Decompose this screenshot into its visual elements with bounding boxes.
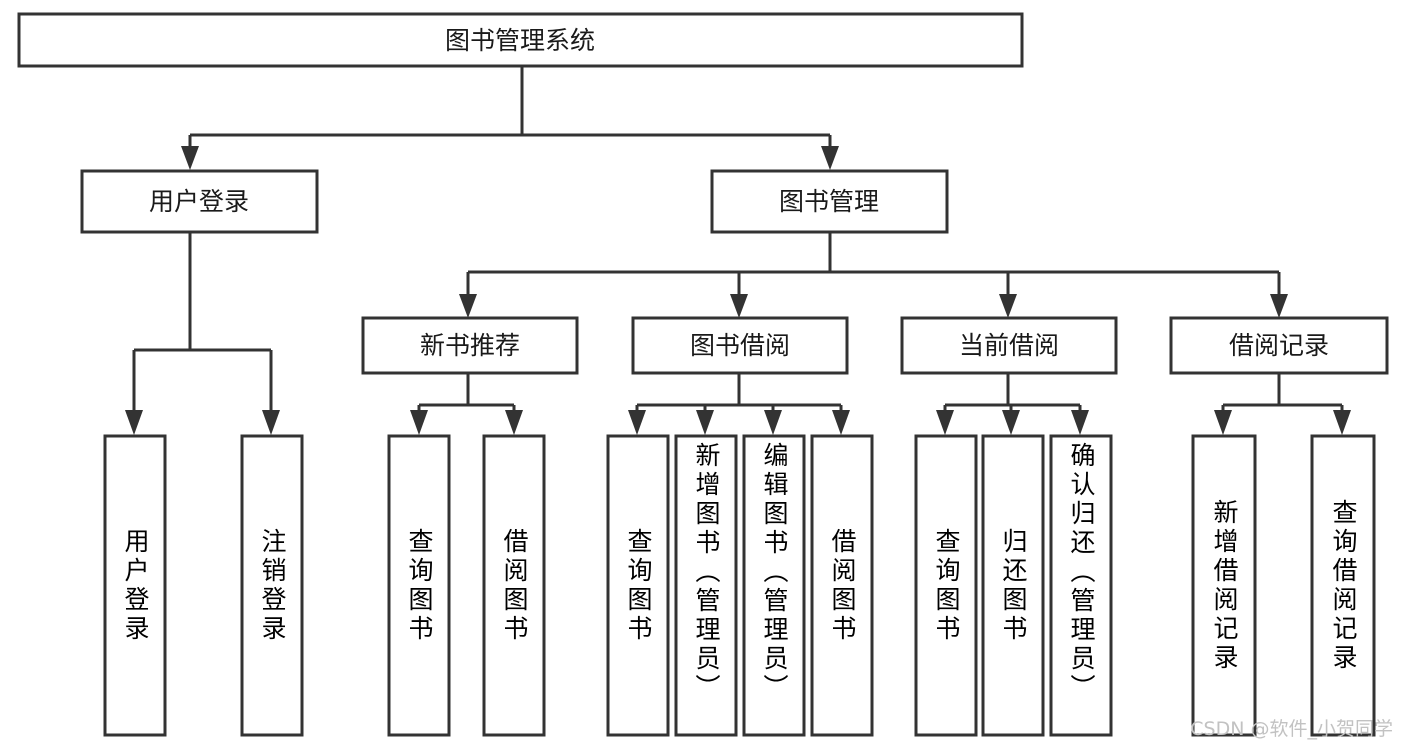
node-leaf-edit-book-label: 编辑图书（管理员）	[760, 442, 789, 703]
arrow-head-leaf-user-login	[125, 410, 143, 435]
node-leaf-edit-book[interactable]: 编辑图书（管理员）	[742, 434, 806, 737]
connector-group-user-login	[125, 233, 280, 435]
node-leaf-query-book-3-label: 查询图书	[932, 527, 961, 644]
node-leaf-user-logout[interactable]: 注销登录	[240, 434, 304, 737]
node-leaf-return-book[interactable]: 归还图书	[981, 434, 1045, 737]
node-borrow-record[interactable]: 借阅记录	[1169, 316, 1389, 375]
node-book-borrow-label: 图书借阅	[690, 331, 790, 360]
node-leaf-borrow-book-2[interactable]: 借阅图书	[810, 434, 874, 737]
connector-group-book-manage	[459, 233, 1288, 318]
node-book-manage-box[interactable]	[710, 169, 949, 234]
node-leaf-add-book[interactable]: 新增图书（管理员）	[674, 434, 738, 737]
arrow-head-leaf-edit-book	[764, 410, 782, 435]
arrow-head-leaf-add-record	[1214, 410, 1232, 435]
arrow-head-leaf-user-logout	[262, 410, 280, 435]
node-current-borrow[interactable]: 当前借阅	[900, 316, 1118, 375]
connector-group-root	[181, 66, 839, 170]
connector-group-book-borrow	[628, 374, 850, 435]
node-leaf-add-record-label: 新增借阅记录	[1210, 498, 1239, 673]
node-leaf-borrow-book-2-label: 借阅图书	[828, 527, 857, 644]
node-leaf-confirm-return-box[interactable]	[1049, 434, 1113, 737]
node-root-label: 图书管理系统	[445, 26, 595, 55]
node-book-borrow[interactable]: 图书借阅	[631, 316, 849, 375]
node-leaf-confirm-return[interactable]: 确认归还（管理员）	[1049, 434, 1113, 737]
node-leaf-query-book-3[interactable]: 查询图书	[914, 434, 978, 737]
node-root-box[interactable]	[17, 12, 1024, 68]
arrow-head-leaf-confirm-return	[1071, 410, 1089, 435]
node-leaf-user-login-box[interactable]	[103, 434, 167, 737]
node-current-borrow-label: 当前借阅	[959, 331, 1059, 360]
node-leaf-add-book-label: 新增图书（管理员）	[692, 442, 721, 703]
node-leaf-user-logout-label: 注销登录	[258, 527, 287, 644]
arrow-head-user-login	[181, 146, 199, 170]
node-new-book-rec[interactable]: 新书推荐	[361, 316, 579, 375]
arrow-head-current-borrow	[999, 294, 1017, 318]
node-leaf-user-login[interactable]: 用户登录	[103, 434, 167, 737]
node-new-book-rec-box[interactable]	[361, 316, 579, 375]
arrow-head-leaf-add-book	[696, 410, 714, 435]
arrow-head-leaf-query-record	[1333, 410, 1351, 435]
node-leaf-borrow-book-2-box[interactable]	[810, 434, 874, 737]
arrow-head-leaf-query-book-1	[410, 410, 428, 435]
node-leaf-query-book-1-label: 查询图书	[405, 527, 434, 644]
arrow-head-book-manage	[821, 146, 839, 170]
node-leaf-query-book-2-box[interactable]	[606, 434, 670, 737]
node-leaf-borrow-book-1[interactable]: 借阅图书	[482, 434, 546, 737]
node-root[interactable]: 图书管理系统	[17, 12, 1024, 68]
arrow-head-leaf-query-book-2	[628, 410, 646, 435]
node-leaf-add-record-box[interactable]	[1191, 434, 1257, 737]
node-leaf-user-logout-box[interactable]	[240, 434, 304, 737]
node-leaf-borrow-book-1-label: 借阅图书	[500, 527, 529, 644]
node-leaf-query-book-2-label: 查询图书	[624, 527, 653, 644]
node-leaf-query-book-2[interactable]: 查询图书	[606, 434, 670, 737]
node-borrow-record-label: 借阅记录	[1229, 331, 1329, 360]
node-current-borrow-box[interactable]	[900, 316, 1118, 375]
arrow-head-leaf-query-book-3	[936, 410, 954, 435]
connector-group-current-borrow	[936, 374, 1089, 435]
node-leaf-edit-book-box[interactable]	[742, 434, 806, 737]
node-leaf-query-book-3-box[interactable]	[914, 434, 978, 737]
connector-group-borrow-record	[1214, 374, 1351, 435]
arrow-head-leaf-borrow-book-2	[832, 410, 850, 435]
arrow-head-book-borrow	[730, 294, 748, 318]
node-leaf-return-book-label: 归还图书	[999, 527, 1028, 644]
node-user-login[interactable]: 用户登录	[80, 169, 319, 234]
node-leaf-return-book-box[interactable]	[981, 434, 1045, 737]
node-borrow-record-box[interactable]	[1169, 316, 1389, 375]
node-book-manage-label: 图书管理	[779, 187, 879, 216]
arrow-head-new-book-rec	[459, 294, 477, 318]
node-leaf-confirm-return-label: 确认归还（管理员）	[1067, 442, 1096, 703]
node-leaf-query-record-box[interactable]	[1310, 434, 1376, 737]
node-leaf-user-login-label: 用户登录	[121, 527, 150, 644]
node-book-manage[interactable]: 图书管理	[710, 169, 949, 234]
node-leaf-add-book-box[interactable]	[674, 434, 738, 737]
node-leaf-query-book-1[interactable]: 查询图书	[387, 434, 451, 737]
arrow-head-borrow-record	[1270, 294, 1288, 318]
node-user-login-box[interactable]	[80, 169, 319, 234]
node-leaf-query-record[interactable]: 查询借阅记录	[1310, 434, 1376, 737]
arrow-head-leaf-borrow-book-1	[505, 410, 523, 435]
node-leaf-query-book-1-box[interactable]	[387, 434, 451, 737]
node-user-login-label: 用户登录	[149, 187, 249, 216]
node-new-book-rec-label: 新书推荐	[420, 331, 520, 360]
node-leaf-add-record[interactable]: 新增借阅记录	[1191, 434, 1257, 737]
node-leaf-borrow-book-1-box[interactable]	[482, 434, 546, 737]
arrow-head-leaf-return-book	[1002, 410, 1020, 435]
node-leaf-query-record-label: 查询借阅记录	[1329, 498, 1358, 673]
connector-group-new-book-rec	[410, 374, 523, 435]
node-book-borrow-box[interactable]	[631, 316, 849, 375]
